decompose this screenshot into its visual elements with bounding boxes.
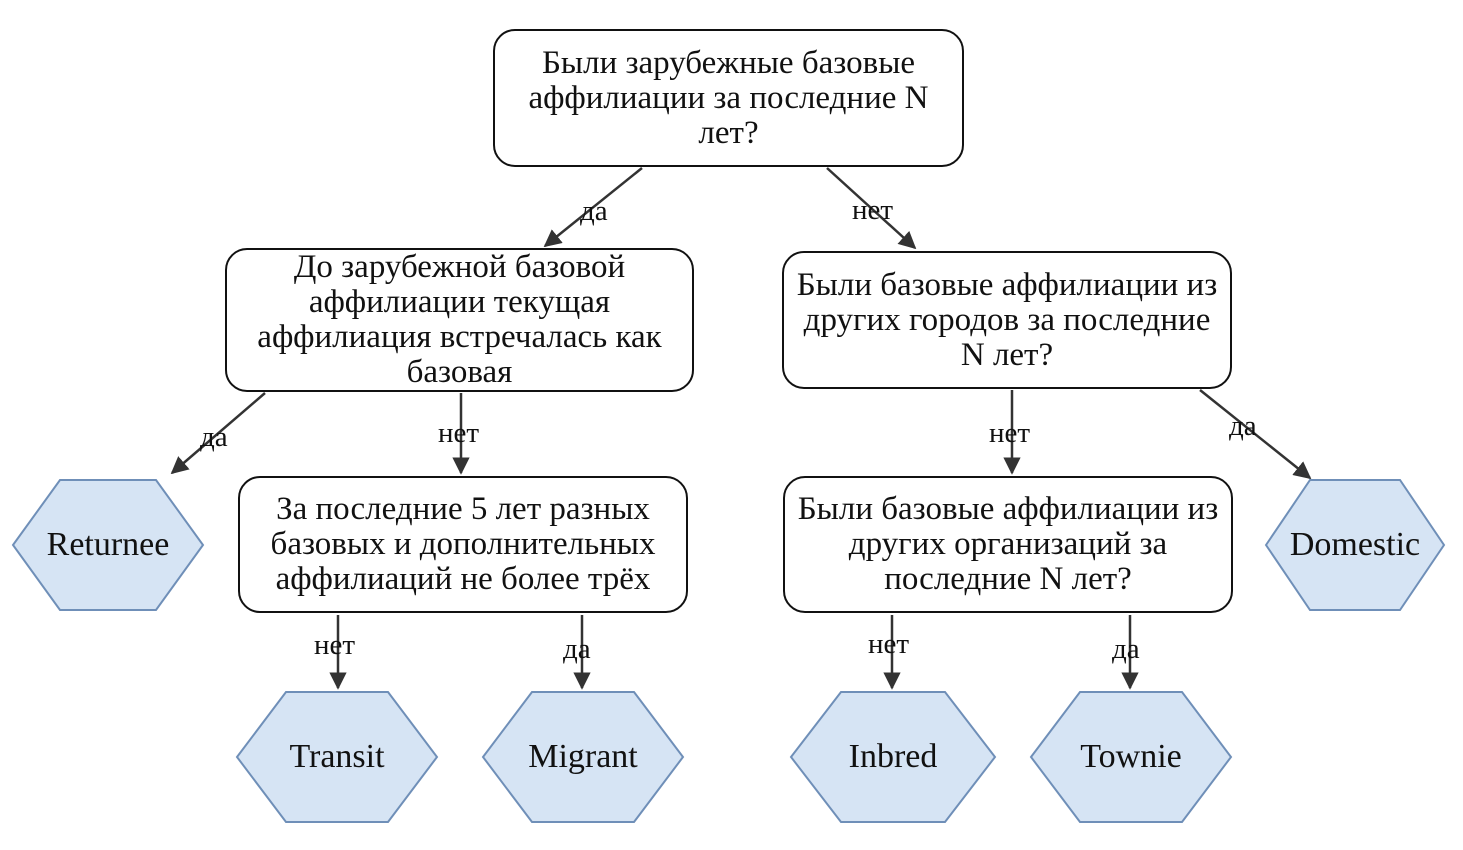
edge-label-q3-yes: да <box>1229 410 1257 442</box>
hexagon-shape <box>235 691 439 823</box>
decision-other-organizations: Были базовые аффилиации из других органи… <box>783 476 1233 613</box>
edge-q1-no <box>826 167 917 250</box>
edge-label-q3-no: нет <box>989 417 1031 449</box>
outcome-label: Townie <box>1080 738 1182 775</box>
outcome-label: Transit <box>289 738 385 775</box>
outcome-returnee: Returnee <box>10 477 206 613</box>
hexagon-shape <box>481 691 685 823</box>
decision-text: Были базовые аффилиации из других органи… <box>797 491 1219 597</box>
outcome-transit: Transit <box>234 689 440 825</box>
hexagon-shape <box>789 691 997 823</box>
decision-few-affiliations: За последние 5 лет разных базовых и допо… <box>238 476 688 613</box>
edge-label-q4-yes: да <box>563 633 591 665</box>
edge-label-q4-no: нет <box>314 629 356 661</box>
edge-q3-yes <box>1199 389 1312 480</box>
outcome-inbred: Inbred <box>788 689 998 825</box>
outcome-label: Returnee <box>46 526 170 563</box>
outcome-label: Domestic <box>1289 526 1421 563</box>
decision-current-affiliation-was-base: До зарубежной базовой аффилиации текущая… <box>225 248 694 392</box>
edge-label-q1-no: нет <box>852 194 894 226</box>
decision-text: Были зарубежные базовые аффилиации за по… <box>528 44 929 151</box>
edge-q2-yes <box>170 392 266 475</box>
hexagon-shape <box>1264 479 1446 611</box>
decision-text: До зарубежной базовой аффилиации текущая… <box>257 249 662 390</box>
outcome-townie: Townie <box>1028 689 1234 825</box>
edge-label-q5-no: нет <box>868 628 910 660</box>
outcome-migrant: Migrant <box>480 689 686 825</box>
decision-text: Были базовые аффилиации из других городо… <box>796 266 1218 373</box>
outcome-domestic: Domestic <box>1263 477 1447 613</box>
decision-text: За последние 5 лет разных базовых и допо… <box>270 491 656 597</box>
edge-label-q2-yes: да <box>200 421 228 453</box>
outcome-label: Migrant <box>528 738 638 775</box>
decision-other-cities: Были базовые аффилиации из других городо… <box>782 251 1232 389</box>
hexagon-shape <box>11 479 205 611</box>
edge-label-q5-yes: да <box>1112 633 1140 665</box>
decision-foreign-affiliations: Были зарубежные базовые аффилиации за по… <box>493 29 964 167</box>
edge-q1-yes <box>543 167 643 248</box>
edge-label-q2-no: нет <box>438 417 480 449</box>
hexagon-shape <box>1029 691 1233 823</box>
edge-label-q1-yes: да <box>580 195 608 227</box>
outcome-label: Inbred <box>848 738 938 775</box>
